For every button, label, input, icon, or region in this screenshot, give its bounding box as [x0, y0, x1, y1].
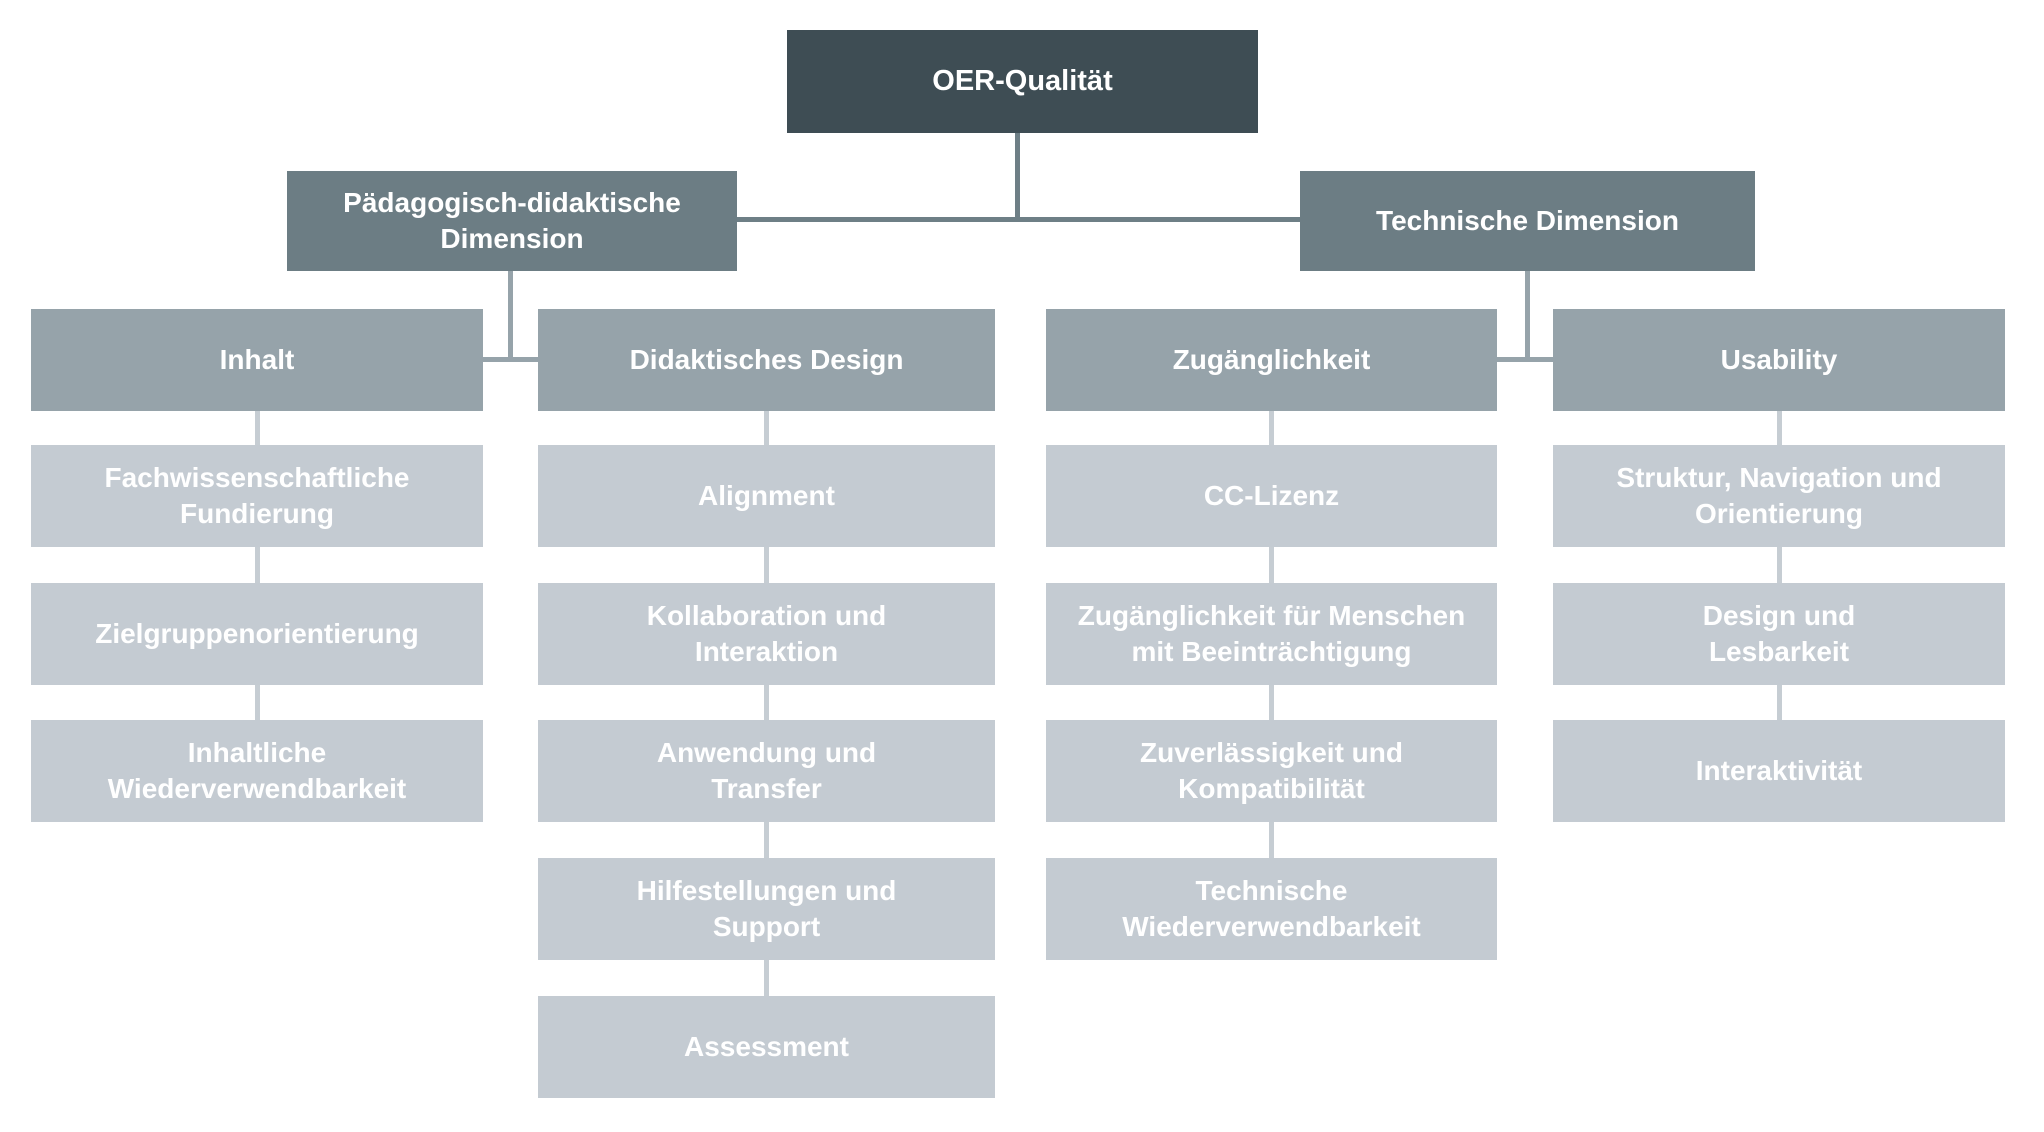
item-box-zugaenglichkeit-menschen-beeintraechtigung: Zugänglichkeit für Menschen mit Beeinträ… — [1046, 583, 1497, 685]
item-box-zuverlaessigkeit-kompatibilitaet: Zuverlässigkeit und Kompatibilität — [1046, 720, 1497, 822]
connector-col4-3 — [1777, 685, 1782, 720]
item-box-kollaboration-interaktion: Kollaboration und Interaktion — [538, 583, 995, 685]
connector-col2-2 — [764, 547, 769, 583]
item-box-design-lesbarkeit: Design und Lesbarkeit — [1553, 583, 2005, 685]
connector-col3-4 — [1269, 822, 1274, 858]
connector-dimensions-horizontal — [737, 217, 1300, 222]
item-box-interaktivitaet: Interaktivität — [1553, 720, 2005, 822]
connector-col1-2 — [255, 547, 260, 583]
connector-col2-3 — [764, 685, 769, 720]
connector-paedagogisch-vertical — [508, 271, 513, 362]
item-box-alignment: Alignment — [538, 445, 995, 547]
connector-technisch-vertical — [1525, 271, 1530, 362]
connector-col3-1 — [1269, 411, 1274, 445]
category-box-didaktisches-design: Didaktisches Design — [538, 309, 995, 411]
connector-col1-1 — [255, 411, 260, 445]
dimension-box-paedagogisch-didaktisch: Pädagogisch-didaktische Dimension — [287, 171, 737, 271]
connector-technisch-horizontal — [1497, 357, 1553, 362]
item-box-fachwissenschaftliche-fundierung: Fachwissenschaftliche Fundierung — [31, 445, 483, 547]
item-box-inhaltliche-wiederverwendbarkeit: Inhaltliche Wiederverwendbarkeit — [31, 720, 483, 822]
item-box-cc-lizenz: CC-Lizenz — [1046, 445, 1497, 547]
connector-col4-2 — [1777, 547, 1782, 583]
item-box-hilfestellungen-support: Hilfestellungen und Support — [538, 858, 995, 960]
dimension-box-technisch: Technische Dimension — [1300, 171, 1755, 271]
category-box-inhalt: Inhalt — [31, 309, 483, 411]
connector-col3-2 — [1269, 547, 1274, 583]
item-box-zielgruppenorientierung: Zielgruppenorientierung — [31, 583, 483, 685]
category-box-zugaenglichkeit: Zugänglichkeit — [1046, 309, 1497, 411]
connector-col2-4 — [764, 822, 769, 858]
connector-paedagogisch-horizontal — [483, 357, 538, 362]
item-box-anwendung-transfer: Anwendung und Transfer — [538, 720, 995, 822]
connector-col3-3 — [1269, 685, 1274, 720]
category-box-usability: Usability — [1553, 309, 2005, 411]
item-box-assessment: Assessment — [538, 996, 995, 1098]
root-box-oer-qualitaet: OER-Qualität — [787, 30, 1258, 133]
connector-col2-5 — [764, 960, 769, 996]
item-box-struktur-navigation-orientierung: Struktur, Navigation und Orientierung — [1553, 445, 2005, 547]
connector-col1-3 — [255, 685, 260, 720]
connector-root-vertical — [1015, 133, 1020, 222]
connector-col2-1 — [764, 411, 769, 445]
connector-col4-1 — [1777, 411, 1782, 445]
item-box-technische-wiederverwendbarkeit: Technische Wiederverwendbarkeit — [1046, 858, 1497, 960]
